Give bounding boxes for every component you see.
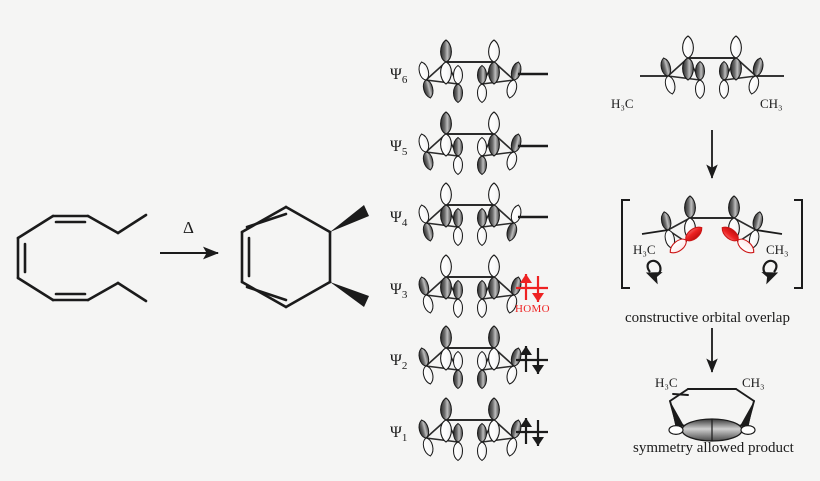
product-right-methyl-label: CH₃ xyxy=(742,375,765,390)
mo-label-psi6: Ψ6 xyxy=(390,66,407,86)
top-left-methyl-label: H₃C xyxy=(611,96,634,111)
mo-label-psi1-symbol: Ψ xyxy=(390,424,402,441)
mo-label-psi4: Ψ4 xyxy=(390,209,407,229)
ts-brackets xyxy=(621,199,803,289)
mo-label-psi5-index: 5 xyxy=(401,146,408,159)
mo-label-psi6-index: 6 xyxy=(401,74,408,87)
reactant-structure xyxy=(16,213,148,303)
mo-label-psi1: Ψ1 xyxy=(390,424,407,444)
mo-label-psi4-symbol: Ψ xyxy=(390,209,402,226)
top-right-methyl-label: CH₃ xyxy=(760,96,783,111)
mo-label-psi3-symbol: Ψ xyxy=(390,281,402,298)
mo-label-psi4-index: 4 xyxy=(401,217,408,230)
mo-label-psi5-symbol: Ψ xyxy=(390,138,402,155)
mo-label-psi2: Ψ2 xyxy=(390,352,407,372)
electron-pair-psi1 xyxy=(516,418,548,446)
mechanism-product-structure xyxy=(668,388,756,442)
rotation-arrows xyxy=(645,259,779,285)
energy-level-markers xyxy=(518,72,548,219)
ts-left-methyl-label: H₃C xyxy=(633,242,656,257)
electron-pair-psi2 xyxy=(516,346,548,374)
product-methyl-wedges xyxy=(670,401,754,429)
ts-right-methyl-label: CH₃ xyxy=(766,242,789,257)
product-structure xyxy=(240,205,332,309)
mo-label-psi3: Ψ3 xyxy=(390,281,407,301)
homo-tag: HOMO xyxy=(515,303,550,315)
mechanism-top-orbitals xyxy=(640,35,784,100)
mo-label-psi3-index: 3 xyxy=(401,289,408,302)
product-wedge-bonds xyxy=(330,205,369,307)
mo-label-psi6-symbol: Ψ xyxy=(390,66,402,83)
reaction-condition-label: Δ xyxy=(183,218,194,237)
mo-label-psi5: Ψ5 xyxy=(390,138,407,158)
mechanism-ts-orbitals xyxy=(641,195,783,257)
mo-label-psi2-symbol: Ψ xyxy=(390,352,402,369)
product-caption: symmetry allowed product xyxy=(633,440,794,456)
electron-pair-psi3 xyxy=(516,274,548,302)
mo-label-psi2-index: 2 xyxy=(401,360,408,373)
ts-caption: constructive orbital overlap xyxy=(625,310,790,326)
product-left-methyl-label: H₃C xyxy=(655,375,678,390)
mo-label-psi1-index: 1 xyxy=(401,432,408,445)
